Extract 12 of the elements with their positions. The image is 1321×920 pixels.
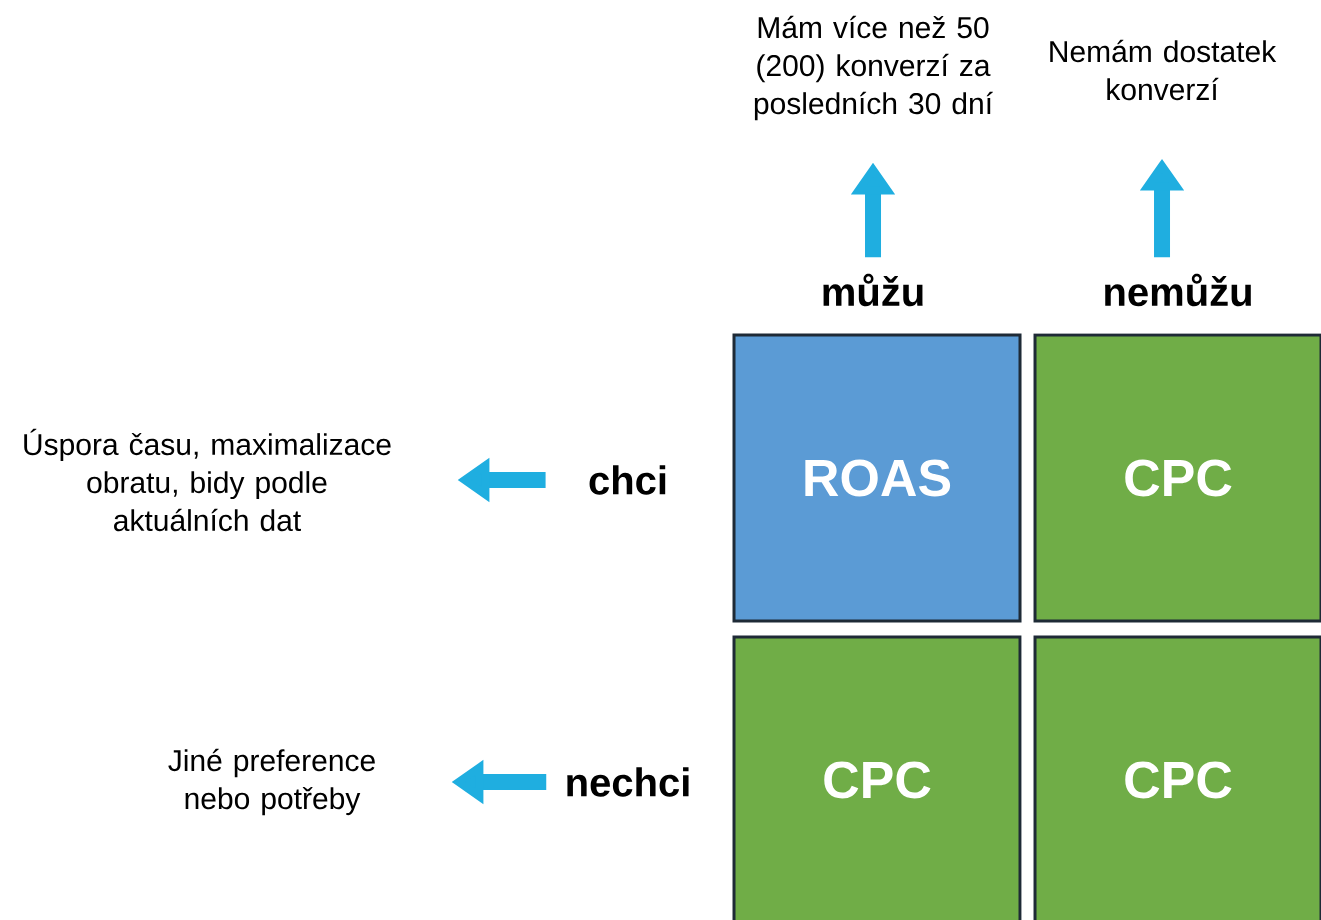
strategy-tile: ROAS (732, 333, 1022, 623)
note-text: Jiné preference nebo potřeby (168, 748, 375, 816)
axis-label: nemůžu (1105, 273, 1251, 307)
note-text: Úspora času, maximalizace obratu, bidy podle aktuálních dat (24, 428, 391, 532)
strategy-tile: CPC (732, 635, 1022, 920)
axis-label: chci (589, 465, 666, 495)
axis-label: můžu (823, 273, 923, 307)
strategy-tile: CPC (1033, 333, 1321, 623)
note-text: Nemám dostatek konverzí (1050, 39, 1277, 101)
strategy-tile: CPC (1033, 635, 1321, 920)
note-text: Mám více než 50 (200) konverzí za posledních 30 dní (754, 15, 993, 121)
axis-label: nechci (567, 767, 689, 797)
